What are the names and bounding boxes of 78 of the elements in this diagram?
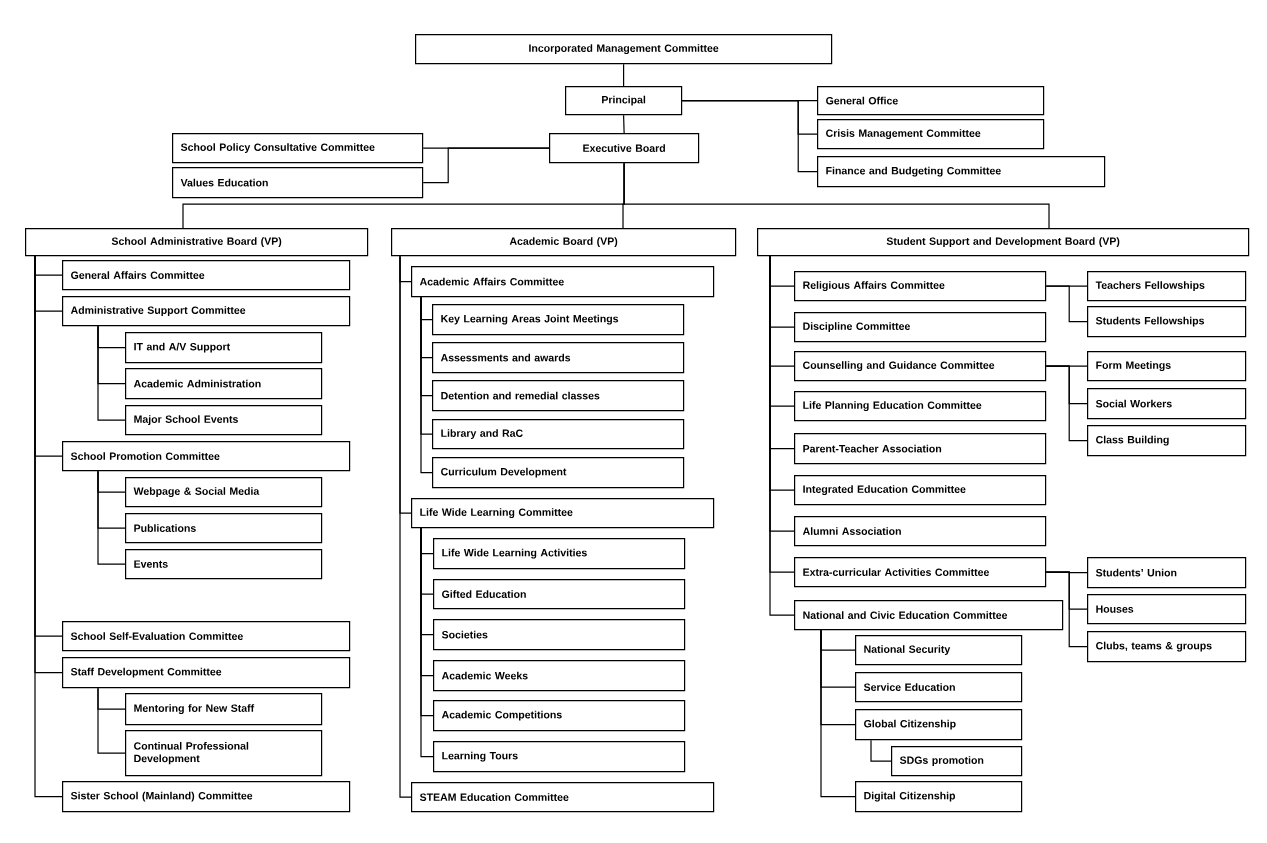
- org-box: Values Education: [172, 167, 424, 199]
- org-box: Life Wide Learning Committee: [411, 498, 715, 529]
- org-box: National Security: [855, 635, 1023, 666]
- org-box: Extra-curricular Activities Committee: [794, 557, 1047, 588]
- org-box: Student Support and Development Board (VP): [757, 228, 1250, 257]
- org-box: Executive Board: [549, 133, 700, 164]
- connector-line: [420, 527, 434, 758]
- org-box: Incorporated Management Committee: [415, 34, 833, 65]
- org-box: Teachers Fellowships: [1087, 271, 1247, 302]
- connector-line: [681, 100, 818, 173]
- connector-line: [97, 470, 126, 565]
- org-box: Students Fellowships: [1087, 306, 1247, 338]
- org-box: Academic Board (VP): [391, 228, 737, 257]
- org-box: Social Workers: [1087, 388, 1247, 420]
- connector-line: [1045, 285, 1088, 323]
- org-box: Clubs, teams & groups: [1087, 631, 1247, 663]
- org-box: Mentoring for New Staff: [125, 693, 323, 726]
- org-box: Life Wide Learning Activities: [433, 538, 686, 570]
- org-box: Integrated Education Committee: [794, 475, 1047, 506]
- org-box: Academic Weeks: [433, 660, 686, 692]
- org-box: Publications: [125, 513, 323, 544]
- org-box: IT and A/V Support: [125, 332, 323, 364]
- org-box: Academic Administration: [125, 368, 323, 400]
- org-box: Service Education: [855, 672, 1023, 703]
- org-box: Discipline Committee: [794, 312, 1047, 343]
- org-box: Parent-Teacher Association: [794, 433, 1047, 465]
- org-box: Alumni Association: [794, 516, 1047, 547]
- org-box: Key Learning Areas Joint Meetings: [432, 304, 685, 336]
- org-box: Major School Events: [125, 405, 323, 436]
- org-box: STEAM Education Committee: [411, 782, 715, 813]
- connector-line: [623, 162, 1050, 229]
- connector-line: [623, 114, 625, 134]
- connector-line: [1045, 571, 1088, 648]
- org-box: Global Citizenship: [855, 709, 1023, 741]
- org-box: Finance and Budgeting Committee: [817, 156, 1106, 188]
- connector-line: [97, 325, 126, 421]
- org-box: Library and RaC: [432, 419, 685, 450]
- org-box: SDGs promotion: [891, 746, 1023, 777]
- org-box: Counselling and Guidance Committee: [794, 351, 1047, 382]
- org-box: Continual Professional Development: [125, 730, 323, 777]
- org-box: Houses: [1087, 594, 1247, 625]
- org-box: Form Meetings: [1087, 351, 1247, 382]
- org-box: Crisis Management Committee: [817, 119, 1045, 150]
- org-box: Learning Tours: [433, 741, 686, 773]
- org-box: Digital Citizenship: [855, 781, 1023, 813]
- connector-line: [34, 255, 63, 798]
- org-box: Webpage & Social Media: [125, 477, 323, 508]
- org-box: Principal: [565, 86, 683, 116]
- org-box: Assessments and awards: [432, 342, 685, 374]
- connector-line: [1045, 365, 1088, 442]
- org-box: General Affairs Committee: [62, 260, 351, 291]
- org-box: School Administrative Board (VP): [25, 228, 369, 257]
- org-box: General Office: [817, 86, 1045, 116]
- connector-line: [623, 63, 625, 87]
- connector-line: [820, 629, 856, 798]
- org-box: Staff Development Committee: [62, 657, 351, 689]
- org-box: Detention and remedial classes: [432, 380, 685, 412]
- org-box: Academic Competitions: [433, 700, 686, 732]
- org-box: School Self-Evaluation Committee: [62, 621, 351, 652]
- org-box: Societies: [433, 619, 686, 651]
- connector-line: [420, 296, 433, 474]
- org-box: Academic Affairs Committee: [411, 266, 715, 298]
- org-box: Students’ Union: [1087, 557, 1247, 589]
- connector-line: [422, 147, 550, 184]
- org-box: School Promotion Committee: [62, 441, 351, 472]
- org-box: Administrative Support Committee: [62, 296, 351, 327]
- org-box: Class Building: [1087, 425, 1247, 457]
- connector-line: [399, 255, 412, 798]
- org-box: Religious Affairs Committee: [794, 271, 1047, 302]
- org-box: Life Planning Education Committee: [794, 391, 1047, 422]
- org-box: School Policy Consultative Committee: [172, 133, 424, 164]
- org-box: Sister School (Mainland) Committee: [62, 781, 351, 813]
- org-box: Curriculum Development: [432, 457, 685, 489]
- org-box: National and Civic Education Committee: [794, 600, 1064, 631]
- connector-line: [97, 687, 126, 754]
- connector-line: [870, 739, 892, 762]
- org-box: Gifted Education: [433, 579, 686, 610]
- org-box: Events: [125, 549, 323, 580]
